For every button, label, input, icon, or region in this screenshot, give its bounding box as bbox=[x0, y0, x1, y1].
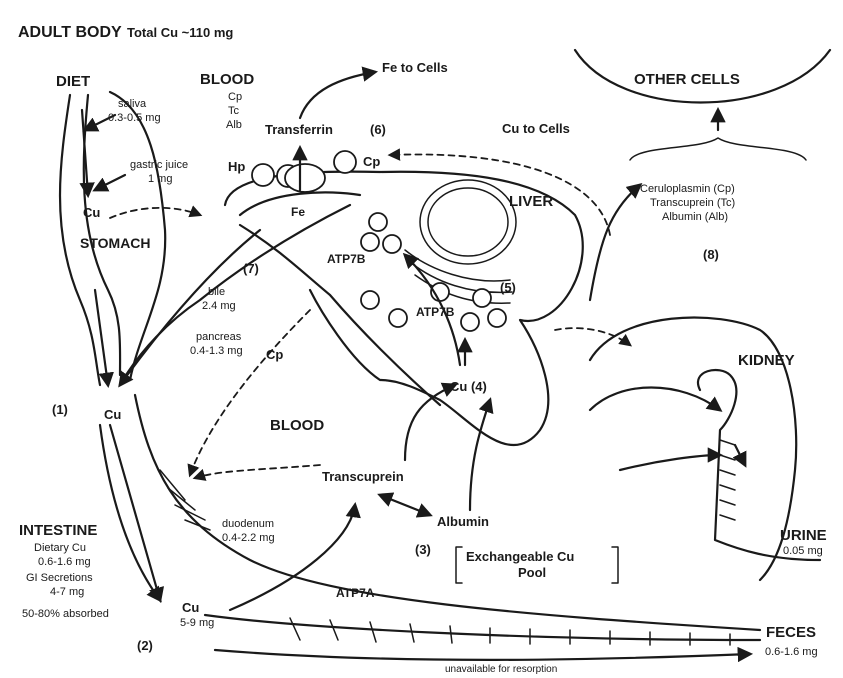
arrow-transcuprein-albumin bbox=[380, 495, 430, 515]
albumin-cells-label: Albumin (Alb) bbox=[662, 211, 728, 223]
arrow-gastric bbox=[95, 175, 125, 190]
title-sub: Total Cu ~110 mg bbox=[127, 25, 233, 40]
feces-label: FECES bbox=[766, 624, 816, 641]
step-1: (1) bbox=[52, 402, 68, 417]
arrow-transcuprein-to-duodenum bbox=[195, 465, 320, 478]
gastric-label: gastric juice bbox=[130, 159, 188, 171]
transcuprein-cells-label: Transcuprein (Tc) bbox=[650, 197, 735, 209]
kidney-tubule-lines bbox=[720, 440, 735, 520]
pool-label-2: Pool bbox=[518, 565, 546, 580]
step-7: (7) bbox=[243, 261, 259, 276]
transferrin-label: Transferrin bbox=[265, 122, 333, 137]
gi-secretions-label: GI Secretions bbox=[26, 572, 93, 584]
dietary-cu-label: Dietary Cu bbox=[34, 542, 86, 554]
intestine-cu2-amount: 5-9 mg bbox=[180, 617, 214, 629]
liver-outline bbox=[225, 172, 583, 445]
intestine-lower-wall bbox=[205, 615, 760, 640]
albumin-label: Albumin bbox=[437, 514, 489, 529]
nucleus-outer bbox=[420, 180, 516, 264]
atp7a-label: ATP7A bbox=[336, 586, 375, 600]
blood-cp: Cp bbox=[228, 91, 242, 103]
kidney-label: KIDNEY bbox=[738, 352, 795, 369]
unavailable-label: unavailable for resorption bbox=[445, 664, 557, 675]
cp-protein-circle bbox=[334, 151, 356, 173]
duodenum-amount: 0.4-2.2 mg bbox=[222, 532, 275, 544]
cp-top-label: Cp bbox=[363, 154, 380, 169]
other-cells-label: OTHER CELLS bbox=[634, 71, 740, 88]
nucleus-inner bbox=[428, 188, 508, 256]
transcuprein-label: Transcuprein bbox=[322, 469, 404, 484]
gastric-amount: 1 mg bbox=[148, 173, 172, 185]
intestine-cu-label: Cu bbox=[104, 407, 121, 422]
dietary-cu-amount: 0.6-1.6 mg bbox=[38, 556, 91, 568]
vesicle bbox=[383, 235, 401, 253]
transferrin-shape bbox=[285, 164, 325, 192]
bile-duct bbox=[120, 205, 350, 385]
arrow-stomach-to-blood bbox=[110, 208, 200, 218]
cu-to-cells-label: Cu to Cells bbox=[502, 121, 570, 136]
vesicle bbox=[361, 233, 379, 251]
bile-label: bile bbox=[208, 286, 225, 298]
step-8: (8) bbox=[703, 247, 719, 262]
blood-vessel-inner bbox=[240, 192, 440, 405]
arrow-pool-to-kidney-2 bbox=[620, 455, 720, 470]
saliva-amount: 0.3-0.5 mg bbox=[108, 112, 161, 124]
pancreas-amount: 0.4-1.3 mg bbox=[190, 345, 243, 357]
intestine-cu2-label: Cu bbox=[182, 600, 199, 615]
urine-label: URINE bbox=[780, 527, 827, 544]
hp-protein-circle bbox=[252, 164, 274, 186]
vesicle bbox=[369, 213, 387, 231]
ceruloplasmin-label: Ceruloplasmin (Cp) bbox=[640, 183, 735, 195]
title-main: ADULT BODY bbox=[18, 24, 122, 41]
feces-amount: 0.6-1.6 mg bbox=[765, 646, 818, 658]
arrow-fe-to-cells bbox=[300, 72, 375, 118]
blood-top-label: BLOOD bbox=[200, 71, 254, 88]
urine-amount: 0.05 mg bbox=[783, 545, 823, 557]
step-5: (5) bbox=[500, 280, 516, 295]
blood-alb: Alb bbox=[226, 119, 242, 131]
step-2: (2) bbox=[137, 638, 153, 653]
absorbed-label: 50-80% absorbed bbox=[22, 608, 109, 620]
stomach-label: STOMACH bbox=[80, 235, 151, 251]
vesicle bbox=[361, 291, 379, 309]
arrow-kidney-internal bbox=[735, 445, 745, 465]
arrow-liver-to-kidney bbox=[555, 328, 630, 345]
vesicle bbox=[473, 289, 491, 307]
bile-amount: 2.4 mg bbox=[202, 300, 236, 312]
step-3: (3) bbox=[415, 542, 431, 557]
vesicle bbox=[389, 309, 407, 327]
gi-secretions-amount: 4-7 mg bbox=[50, 586, 84, 598]
fe-label: Fe bbox=[291, 205, 305, 219]
intestine-villi bbox=[290, 618, 730, 645]
stomach-cu-label: Cu bbox=[83, 205, 100, 220]
intestine-upper-wall bbox=[135, 395, 760, 630]
vesicle bbox=[461, 313, 479, 331]
vesicle bbox=[488, 309, 506, 327]
atp7b-lower-label: ATP7B bbox=[416, 305, 455, 319]
hp-label: Hp bbox=[228, 159, 245, 174]
liver-label: LIVER bbox=[509, 193, 553, 210]
arrow-albumin-to-cu4 bbox=[470, 400, 490, 510]
blood-tc: Tc bbox=[228, 105, 240, 117]
pancreas-label: pancreas bbox=[196, 331, 242, 343]
saliva-label: saliva bbox=[118, 98, 147, 110]
golgi-stacks bbox=[405, 250, 512, 303]
cp-mid-label: Cp bbox=[266, 347, 283, 362]
intestine-label: INTESTINE bbox=[19, 522, 97, 539]
cu4-label: Cu (4) bbox=[450, 379, 487, 394]
arrow-liver-to-other-cells bbox=[590, 185, 640, 300]
blood-mid-label: BLOOD bbox=[270, 417, 324, 434]
arrow-to-feces bbox=[215, 650, 750, 660]
pool-label-1: Exchangeable Cu bbox=[466, 549, 574, 564]
fe-to-cells-label: Fe to Cells bbox=[382, 60, 448, 75]
diet-label: DIET bbox=[56, 73, 90, 90]
atp7b-upper-label: ATP7B bbox=[327, 252, 366, 266]
other-cells-bracket bbox=[630, 138, 806, 160]
arrow-cp-to-blood bbox=[390, 154, 610, 235]
duodenum-label: duodenum bbox=[222, 518, 274, 530]
duodenum-villi bbox=[160, 470, 210, 530]
step-6: (6) bbox=[370, 122, 386, 137]
